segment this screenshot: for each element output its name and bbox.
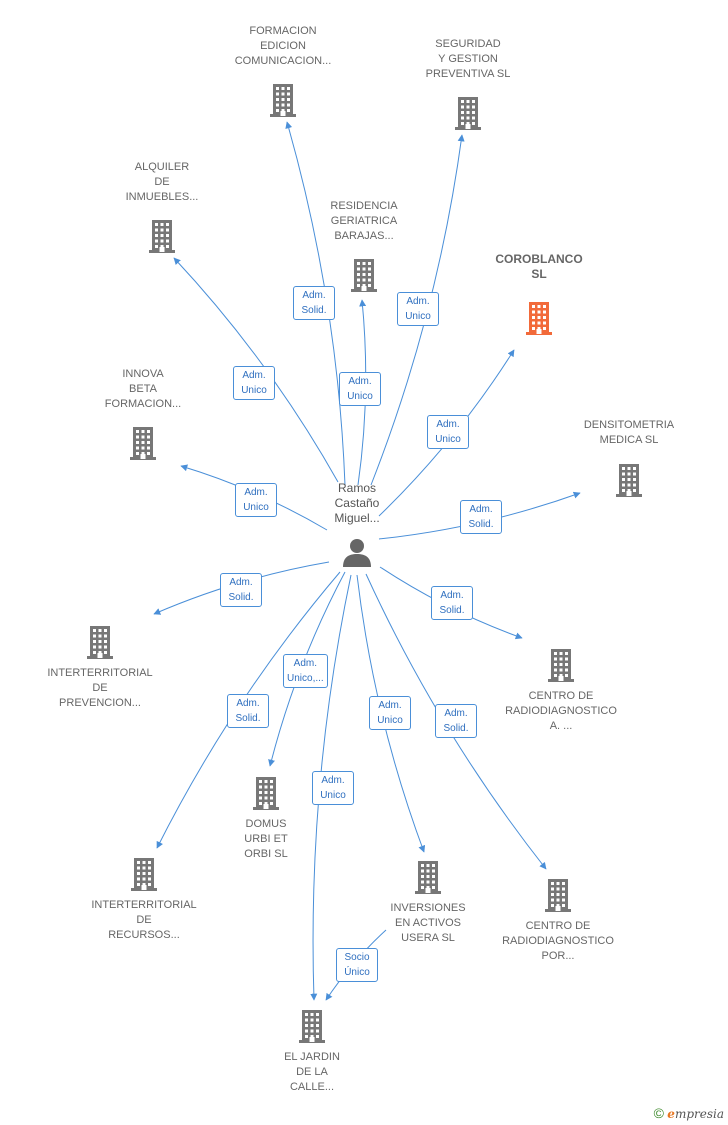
company-name[interactable]: EL JARDIN DE LA CALLE...	[284, 1051, 340, 1093]
building-icon	[415, 861, 441, 894]
building-icon	[455, 97, 481, 130]
building-icon	[149, 220, 175, 253]
relation-badge-jardin[interactable]: Adm. Unico	[312, 771, 354, 805]
building-icon	[270, 84, 296, 117]
company-name[interactable]: CENTRO DE RADIODIAGNOSTICO POR...	[502, 920, 614, 962]
company-name[interactable]: FORMACION EDICION COMUNICACION...	[234, 25, 332, 67]
building-icon	[548, 649, 574, 682]
company-name[interactable]: CENTRO DE RADIODIAGNOSTICO A. ...	[505, 690, 617, 732]
copyright-icon: ©	[653, 1105, 664, 1121]
building-icon	[526, 302, 552, 335]
relation-badge-formacion[interactable]: Adm. Solid.	[293, 286, 335, 320]
center-person-name[interactable]: Ramos Castaño Miguel...	[334, 481, 380, 525]
relation-badge-inversiones[interactable]: Adm. Unico	[369, 696, 411, 730]
company-name[interactable]: SEGURIDAD Y GESTION PREVENTIVA SL	[425, 38, 511, 80]
building-icon	[351, 259, 377, 292]
company-name[interactable]: INNOVA BETA FORMACION...	[104, 368, 182, 410]
company-name[interactable]: COROBLANCO SL	[495, 252, 583, 281]
company-name[interactable]: INVERSIONES EN ACTIVOS USERA SL	[390, 902, 466, 944]
relation-badge-interterritorial_rec[interactable]: Adm. Solid.	[227, 694, 269, 728]
building-icon	[87, 626, 113, 659]
building-icon	[131, 858, 157, 891]
company-name[interactable]: INTERTERRITORIAL DE PREVENCION...	[47, 667, 153, 709]
relation-badge-alquiler[interactable]: Adm. Unico	[233, 366, 275, 400]
relation-badge-domus[interactable]: Adm. Unico,...	[283, 654, 328, 688]
building-icon	[253, 777, 279, 810]
company-name[interactable]: ALQUILER DE INMUEBLES...	[125, 161, 199, 203]
relation-badge-residencia[interactable]: Adm. Unico	[339, 372, 381, 406]
brand-logo: empresia	[667, 1107, 724, 1121]
relation-badge-seguridad[interactable]: Adm. Unico	[397, 292, 439, 326]
relation-badge-innova[interactable]: Adm. Unico	[235, 483, 277, 517]
relation-badge-densitometria[interactable]: Adm. Solid.	[460, 500, 502, 534]
building-icon	[130, 427, 156, 460]
company-name[interactable]: DOMUS URBI ET ORBI SL	[244, 818, 288, 860]
company-name[interactable]: RESIDENCIA GERIATRICA BARAJAS...	[330, 200, 398, 242]
relation-badge-coroblanco[interactable]: Adm. Unico	[427, 415, 469, 449]
relation-badge-centro_a[interactable]: Adm. Solid.	[431, 586, 473, 620]
relation-edge-alquiler	[173, 257, 339, 483]
company-name[interactable]: DENSITOMETRIA MEDICA SL	[583, 419, 675, 446]
building-icon	[616, 464, 642, 497]
relation-badge-interterritorial_prev[interactable]: Adm. Solid.	[220, 573, 262, 607]
building-icon	[299, 1010, 325, 1043]
building-icon	[545, 879, 571, 912]
relation-badge-inversiones-jardin[interactable]: Socio Único	[336, 948, 378, 982]
relation-badge-centro_por[interactable]: Adm. Solid.	[435, 704, 477, 738]
company-name[interactable]: INTERTERRITORIAL DE RECURSOS...	[91, 899, 197, 941]
person-icon	[343, 539, 371, 567]
footer-brand: © empresia	[654, 1105, 724, 1121]
